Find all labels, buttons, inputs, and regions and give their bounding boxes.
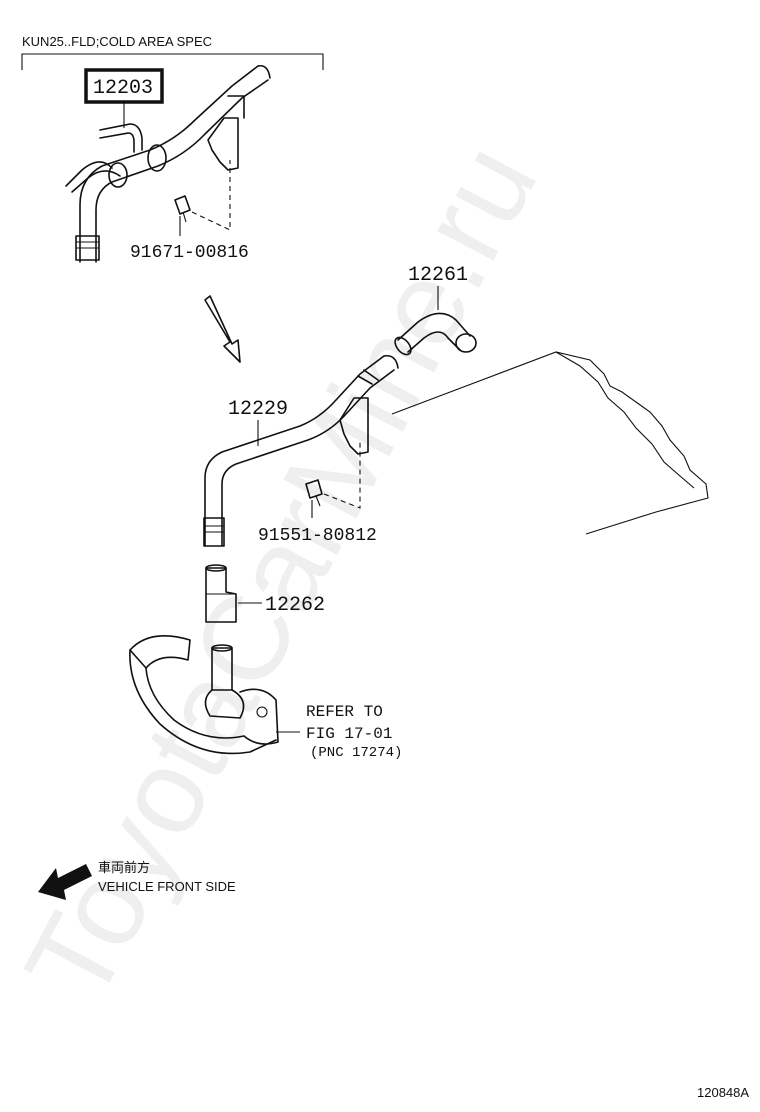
vehicle-front-japanese: 車両前方 — [98, 860, 150, 875]
reference-line-1: REFER TO — [306, 703, 383, 721]
part-number-12261[interactable]: 12261 — [408, 264, 468, 287]
part-number-91551-80812[interactable]: 91551-80812 — [258, 526, 377, 546]
spec-label: KUN25..FLD;COLD AREA SPEC — [22, 34, 212, 49]
flow-arrow — [204, 295, 241, 363]
part-number-12203[interactable]: 12203 — [93, 77, 153, 100]
pipe-12229: 12229 91551-80812 — [203, 354, 399, 547]
reference-line-3: (PNC 17274) — [310, 745, 402, 761]
part-number-91671-00816[interactable]: 91671-00816 — [130, 243, 249, 263]
watermark-text: ToyotaCarMine.ru — [0, 123, 563, 1022]
hose-12262: 12262 — [205, 564, 325, 623]
part-number-12229[interactable]: 12229 — [228, 398, 288, 421]
part-number-12262[interactable]: 12262 — [265, 594, 325, 617]
hose-12261: 12261 — [394, 264, 477, 356]
elbow-fig-17-01: REFER TO FIG 17-01 (PNC 17274) — [129, 634, 402, 761]
reference-line-2: FIG 17-01 — [306, 725, 392, 743]
engine-outline — [391, 351, 709, 535]
spec-bracket — [21, 53, 324, 70]
vehicle-front-indicator: 車両前方 VEHICLE FRONT SIDE — [38, 860, 236, 900]
vehicle-front-english: VEHICLE FRONT SIDE — [98, 879, 236, 894]
front-arrow-icon — [38, 864, 92, 900]
pipe-12203: 12203 91671-00816 — [65, 64, 271, 263]
diagram-id: 120848A — [697, 1085, 749, 1100]
